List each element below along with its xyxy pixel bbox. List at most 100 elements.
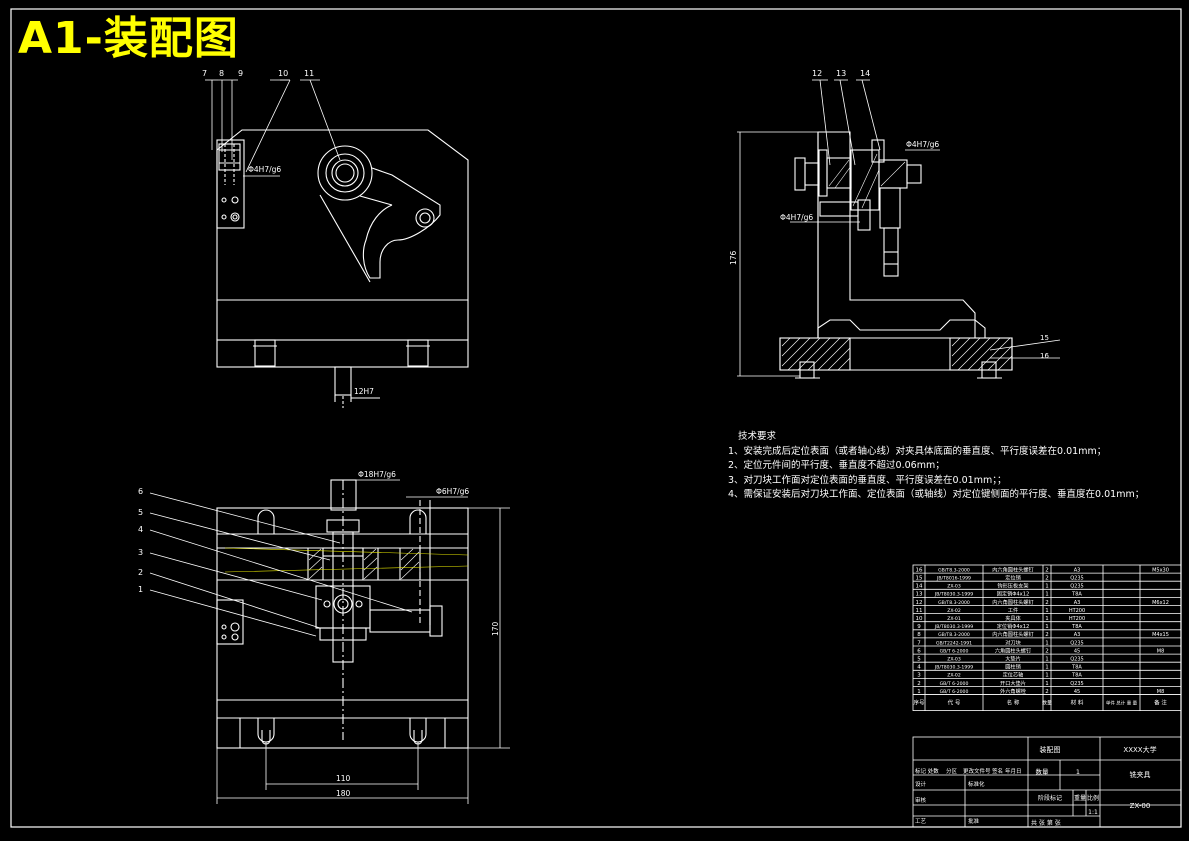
bom-cell-qty: 1 xyxy=(1045,640,1049,646)
balloon-2: 2 xyxy=(138,568,143,577)
bom-cell-qty: 2 xyxy=(1045,648,1049,654)
dim-top-key: 12H7 xyxy=(354,387,374,396)
dim-plan-width-outer: 180 xyxy=(336,789,351,798)
bom-cell-material: Q235 xyxy=(1070,584,1083,590)
side-view-dims xyxy=(737,79,1061,377)
bom-cell-name: 内六角圆柱头螺钉 xyxy=(992,630,1034,638)
balloon-16: 16 xyxy=(1040,352,1049,360)
title-mark-row: 标记 处数 xyxy=(915,767,939,775)
bom-cell-name: 对刀块 xyxy=(1005,638,1021,646)
bom-cell-qty: 1 xyxy=(1045,584,1049,590)
bom-cell-material: Q235 xyxy=(1070,681,1083,687)
bom-cell-qty: 1 xyxy=(1045,616,1049,622)
bom-cell-name: 工件 xyxy=(1008,606,1018,614)
bom-cell-name: 钩形压板支架 xyxy=(997,582,1028,590)
bom-cell-name: 内六角圆柱头螺钉 xyxy=(992,565,1034,573)
balloon-13: 13 xyxy=(836,69,846,78)
tech-item-1: 1、安装完成后定位表面（或者轴心线）对夹具体底面的垂直度、平行度误差在0.01m… xyxy=(728,445,1107,457)
bom-cell-name: 开口大垫片 xyxy=(1000,679,1026,687)
side-view-labels: 12 13 14 15 16 Φ4H7/g6 Φ4H7/g6 176 xyxy=(729,69,1049,360)
bom-cell-material: A3 xyxy=(1074,567,1081,573)
bom-cell-qty: 1 xyxy=(1045,665,1049,671)
balloon-6: 6 xyxy=(138,487,143,496)
title-block xyxy=(912,736,1182,828)
tech-item-2: 2、定位元件间的平行度、垂直度不超过0.06mm； xyxy=(728,460,945,471)
plan-view-hatch xyxy=(308,548,420,580)
front-view-leaders xyxy=(205,79,341,177)
bom-cell-name: 圆柱销 xyxy=(1005,663,1021,671)
bom-cell-qty: 1 xyxy=(1045,624,1049,630)
bom-header-material: 材 料 xyxy=(1071,699,1084,707)
bom-cell-name: 定位销Φ4x12 xyxy=(997,622,1030,630)
title-drawing-no: ZX-00 xyxy=(1130,802,1151,810)
dim-side-fit-top: Φ4H7/g6 xyxy=(906,140,939,149)
title-reviewer: 审核 xyxy=(915,796,927,804)
bom-cell-code: JB/T8030.3-1999 xyxy=(934,665,973,671)
bom-cell-no: 15 xyxy=(916,576,923,582)
title-zone: 分区 xyxy=(946,767,958,775)
bom-header-qty: 数量 xyxy=(1042,700,1052,707)
bom-cell-qty: 1 xyxy=(1045,657,1049,663)
bom-cell-material: Q235 xyxy=(1070,657,1083,663)
bom-cell-qty: 1 xyxy=(1045,673,1049,679)
bom-cell-code: ZX-02 xyxy=(947,673,961,679)
balloon-12: 12 xyxy=(812,69,822,78)
bom-cell-code: GB/T8.3-2000 xyxy=(938,632,970,638)
tech-item-3: 3、对刀块工作面对定位表面的垂直度、平行度误差在0.01mm；； xyxy=(728,474,1007,486)
bom-cell-no: 5 xyxy=(917,657,921,663)
dim-side-fit-mid: Φ4H7/g6 xyxy=(780,213,813,222)
balloon-8: 8 xyxy=(219,69,224,78)
balloon-14: 14 xyxy=(860,69,870,78)
front-view-labels: 7 8 9 10 11 Φ4H7/g6 12H7 xyxy=(202,69,374,396)
dim-top-fit: Φ4H7/g6 xyxy=(248,165,281,174)
dim-plan-fit-top: Φ18H7/g6 xyxy=(358,470,396,479)
bom-cell-no: 3 xyxy=(917,673,921,679)
title-block-text: 装配图 XXXX大学 数量 1 铣夹具 阶段标记 重量 比例 1:1 ZX-00… xyxy=(915,745,1157,827)
bom-cell-material: A3 xyxy=(1074,632,1081,638)
bom-cell-material: 45 xyxy=(1074,648,1080,654)
title-part-name: 铣夹具 xyxy=(1130,770,1151,779)
front-view xyxy=(216,129,469,408)
bom-cell-code: GB/T8.3-2000 xyxy=(938,567,970,573)
balloon-1: 1 xyxy=(138,585,143,594)
bom-cell-no: 7 xyxy=(917,640,921,646)
bom-cell-no: 14 xyxy=(916,584,923,590)
title-school: XXXX大学 xyxy=(1123,745,1156,754)
bom-cell-code: JB/T8016-1999 xyxy=(936,576,971,582)
bom-cell-name: 夹具体 xyxy=(1005,614,1021,622)
bom-cell-code: GB/T 6-2000 xyxy=(940,681,969,687)
bom-cell-material: HT200 xyxy=(1069,616,1085,622)
bom-header-name: 名 称 xyxy=(1007,699,1020,707)
plan-view-labels: 6 5 4 3 2 1 Φ18H7/g6 Φ6H7/g6 170 110 180 xyxy=(138,470,500,798)
bom-cell-name: 内六角圆柱头螺钉 xyxy=(992,598,1034,606)
balloon-5: 5 xyxy=(138,508,143,517)
bom-cell-material: HT200 xyxy=(1069,608,1085,614)
bom-cell-no: 2 xyxy=(917,681,921,687)
bom-cell-code: GB/T2242-1991 xyxy=(936,640,972,646)
title-qty-value: 1 xyxy=(1076,768,1080,776)
bom-cell-code: GB/T 6-2000 xyxy=(940,648,969,654)
bom-cell-code: GB/T8.3-2000 xyxy=(938,600,970,606)
title-approve: 批准 xyxy=(968,817,980,825)
bom-cell-qty: 1 xyxy=(1045,681,1049,687)
title-change: 更改文件号 xyxy=(963,767,991,775)
title-date: 年月日 xyxy=(1005,767,1022,775)
bom-cell-no: 16 xyxy=(916,567,923,573)
bom-cell-note: M8 xyxy=(1157,648,1165,654)
balloon-7: 7 xyxy=(202,69,207,78)
title-sign: 签名 xyxy=(992,767,1003,775)
bom-cell-note: M8 xyxy=(1157,689,1165,695)
bom-cell-name: 定位芯轴 xyxy=(1003,671,1024,679)
dim-plan-width-inner: 110 xyxy=(336,774,351,783)
title-scale-value: 1:1 xyxy=(1088,809,1098,816)
bom-cell-material: 45 xyxy=(1074,689,1080,695)
bom-header-note: 备 注 xyxy=(1154,699,1167,707)
title-qty-label: 数量 xyxy=(1036,767,1050,776)
plan-view xyxy=(216,479,469,749)
bom-cell-code: ZX-03 xyxy=(947,584,961,590)
title-standard: 标准化 xyxy=(968,780,985,788)
bom-cell-qty: 1 xyxy=(1045,592,1049,598)
bom-cell-no: 9 xyxy=(917,624,921,630)
bom-cell-no: 6 xyxy=(917,648,921,654)
dim-plan-height: 170 xyxy=(491,621,500,636)
